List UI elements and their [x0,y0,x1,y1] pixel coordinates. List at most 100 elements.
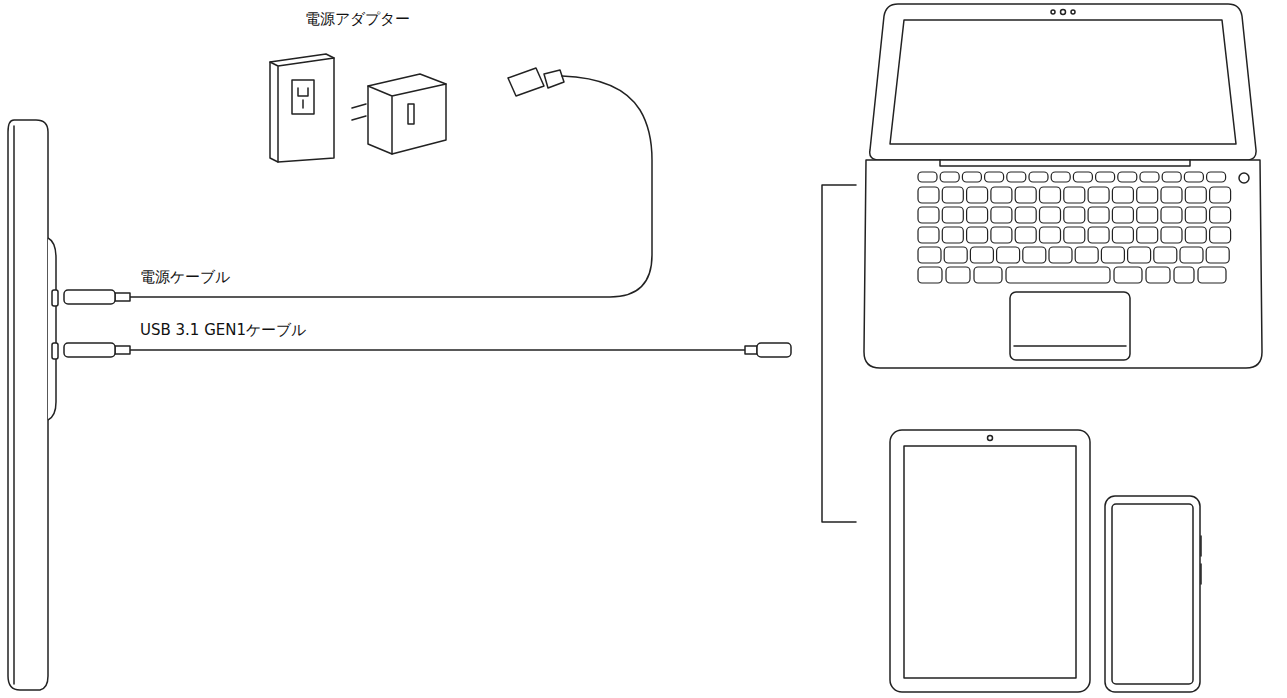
phone-screen [1112,504,1193,684]
keyboard-key [1064,187,1085,203]
keyboard-key [918,247,941,263]
keyboard-key [1007,172,1026,182]
keyboard-key [942,227,963,243]
keyboard-key [1198,267,1226,283]
keyboard-key [1040,227,1061,243]
keyboard-key [1051,172,1070,182]
cable-label: USB 3.1 GEN1ケーブル [138,321,308,339]
keyboard-key [940,172,959,182]
wall-outlet [270,54,334,162]
plug-relief [115,346,130,354]
keyboard-key [967,187,988,203]
keyboard-key [1128,247,1151,263]
display-edge [13,126,15,684]
keyboard-key [1154,247,1177,263]
keyboard-key [1088,187,1109,203]
camera [1061,10,1066,15]
outlet-plate-edge [270,58,334,162]
keyboard-key [1075,247,1098,263]
keyboard-key [1096,172,1115,182]
keyboard-key [962,172,981,182]
keyboard-key [1210,207,1231,223]
plug-relief [115,293,130,301]
keyboard-key [1006,267,1110,283]
keyboard-key [1015,187,1036,203]
keyboard-key [942,207,963,223]
keyboard-key [1015,227,1036,243]
keyboard-key [1118,172,1137,182]
power-cable-wire [130,76,652,297]
touchpad-edge [1014,345,1126,347]
laptop-screen [890,20,1236,144]
keyboard-key [1040,187,1061,203]
laptop-hinge [940,160,1190,166]
keyboard-key [985,172,1004,182]
phone-body [1105,496,1200,692]
keyboard-key [1162,172,1181,182]
plug-relief [544,70,564,88]
plug-relief [745,346,757,354]
keyboard-key [1161,227,1182,243]
power-port [52,290,58,306]
keyboard-key [1185,207,1206,223]
keyboard-key [1064,227,1085,243]
keyboard-key [991,207,1012,223]
laptop-lid [870,4,1256,160]
keyboard-key [1088,227,1109,243]
keyboard-key [1140,172,1159,182]
outlet-slot [298,88,308,108]
laptop [864,4,1262,368]
adapter-label: 電源アダプター [303,10,412,28]
smartphone [1105,496,1201,692]
keyboard-key [1146,267,1170,283]
usb-cable-wire [130,349,745,351]
keyboard-key [1114,267,1142,283]
camera [988,436,993,441]
keyboard-key [1049,247,1072,263]
keyboard-key [1185,187,1206,203]
keyboard [918,172,1231,283]
keyboard-key [970,247,993,263]
keyboard-key [1161,187,1182,203]
power-button [1239,173,1249,183]
keyboard-key [991,227,1012,243]
usb-port [52,343,58,359]
power-cable [64,68,652,304]
adapter-prongs [352,104,366,120]
keyboard-key [946,267,970,283]
keyboard-key [997,247,1020,263]
keyboard-key [1206,247,1229,263]
keyboard-key [967,207,988,223]
keyboard-key [1185,227,1206,243]
keyboard-key [1040,207,1061,223]
display-stand-bulge [48,238,56,420]
keyboard-key [1073,172,1092,182]
adapter-usb-port [408,104,414,124]
keyboard-key [1023,247,1046,263]
keyboard-key [1184,172,1203,182]
keyboard-key [942,187,963,203]
keyboard-key [1137,187,1158,203]
adapter-body [368,74,446,154]
cable-label: 電源ケーブル [138,268,232,286]
keyboard-key [1210,187,1231,203]
tablet-screen [904,446,1076,678]
keyboard-key [1180,247,1203,263]
keyboard-key [991,187,1012,203]
keyboard-key [1174,267,1194,283]
usb-c-plug [64,343,115,357]
tablet-body [890,430,1090,692]
keyboard-key [1137,207,1158,223]
power-adapter [352,74,446,154]
keyboard-key [1088,207,1109,223]
usb-a-plug [508,68,544,96]
keyboard-key [944,247,967,263]
tablet [890,430,1090,692]
keyboard-key [1064,207,1085,223]
usb-cable [64,343,791,357]
keyboard-key [918,267,942,283]
keyboard-key [967,227,988,243]
keyboard-key [918,172,937,182]
